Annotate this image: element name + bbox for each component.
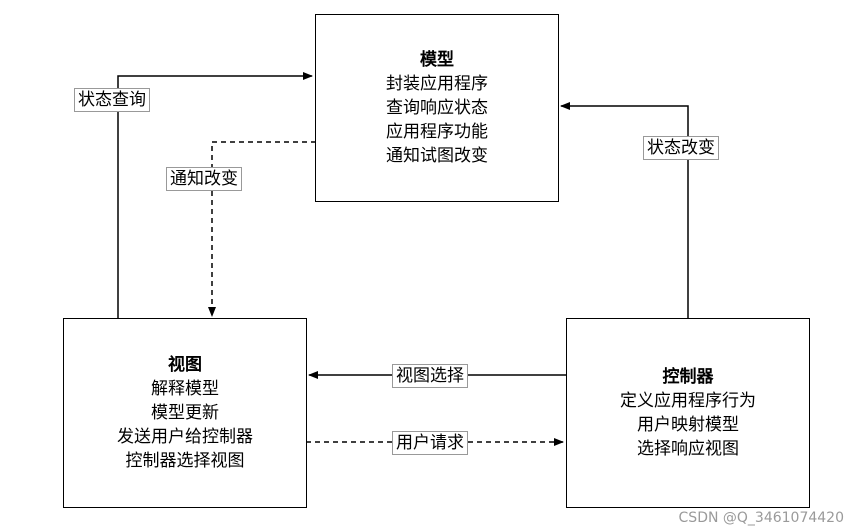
controller-title: 控制器 (662, 367, 714, 387)
label-view-select: 视图选择 (392, 364, 468, 388)
model-box: 模型 封装应用程序 查询响应状态 应用程序功能 通知试图改变 (315, 14, 559, 202)
view-line-1: 解释模型 (151, 379, 219, 399)
model-title: 模型 (420, 50, 454, 70)
watermark: CSDN @Q_3461074420 (678, 510, 844, 526)
label-state-query: 状态查询 (74, 88, 150, 112)
view-title: 视图 (168, 355, 202, 375)
model-line-4: 通知试图改变 (386, 146, 488, 166)
arrow-state-change (560, 102, 689, 318)
model-line-3: 应用程序功能 (386, 122, 488, 142)
controller-line-3: 选择响应视图 (637, 439, 739, 459)
label-state-change: 状态改变 (643, 136, 719, 160)
view-line-2: 模型更新 (151, 403, 219, 423)
view-line-3: 发送用户给控制器 (117, 427, 253, 447)
controller-box: 控制器 定义应用程序行为 用户映射模型 选择响应视图 (566, 318, 810, 508)
arrow-state-query (117, 72, 313, 318)
controller-line-1: 定义应用程序行为 (620, 391, 756, 411)
controller-line-2: 用户映射模型 (637, 415, 739, 435)
arrow-notify-change (208, 141, 316, 317)
view-line-4: 控制器选择视图 (125, 451, 245, 471)
label-user-request: 用户请求 (392, 431, 468, 455)
model-line-2: 查询响应状态 (386, 98, 488, 118)
model-line-1: 封装应用程序 (386, 74, 488, 94)
label-notify-change: 通知改变 (166, 167, 242, 191)
view-box: 视图 解释模型 模型更新 发送用户给控制器 控制器选择视图 (63, 318, 307, 508)
